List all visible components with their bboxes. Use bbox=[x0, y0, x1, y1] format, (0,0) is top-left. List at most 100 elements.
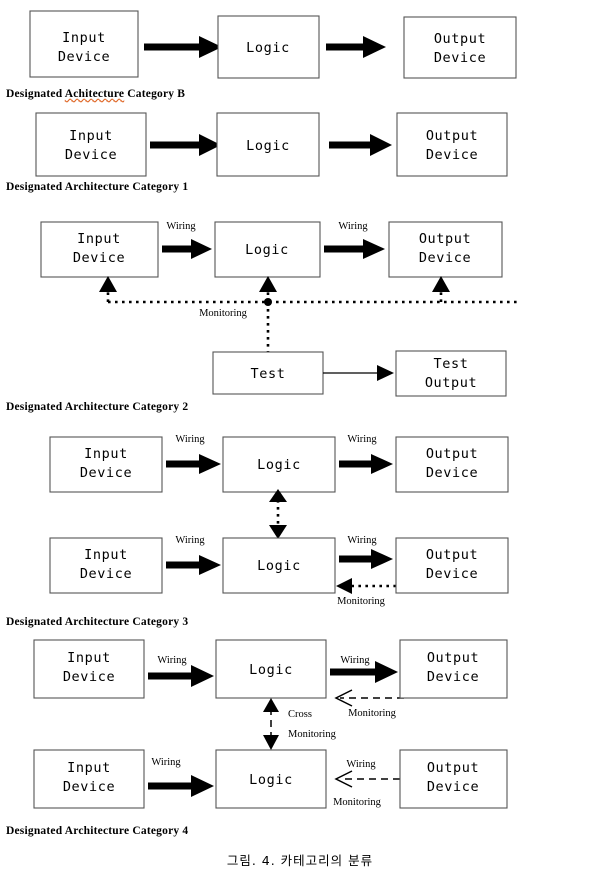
output-device-label-line2: Device bbox=[434, 50, 486, 66]
edge-logic-to-output bbox=[329, 134, 392, 156]
edge-label-wiring-top-1: Wiring bbox=[157, 655, 187, 666]
edge-label-wiring-bottom-1: Wiring bbox=[151, 757, 181, 768]
edge-input-to-logic-bottom bbox=[166, 555, 221, 575]
block-category-3: Input Device Wiring Logic Wiring Output … bbox=[49, 434, 509, 607]
arrowhead bbox=[191, 239, 212, 259]
box-output-device bbox=[395, 537, 509, 594]
input-device-label-line1: Input bbox=[67, 760, 111, 776]
logic-label: Logic bbox=[246, 40, 290, 56]
edge-label-wiring-1: Wiring bbox=[166, 221, 196, 232]
caption-suffix: Category B bbox=[124, 88, 186, 100]
node-output-device: Output Device bbox=[396, 112, 508, 177]
edge-label-wiring-top-2: Wiring bbox=[347, 434, 377, 445]
box-test bbox=[212, 351, 324, 395]
input-device-label-line2: Device bbox=[58, 49, 110, 65]
caption-category-4: Designated Architecture Category 4 bbox=[6, 825, 189, 837]
edge-label-wiring-bottom-1: Wiring bbox=[175, 535, 205, 546]
arrowhead bbox=[191, 665, 214, 687]
arrowhead bbox=[375, 661, 398, 683]
edge-logic-to-output bbox=[326, 36, 386, 58]
input-device-label-line1: Input bbox=[69, 128, 113, 144]
box-test-output bbox=[395, 350, 507, 397]
logic-label: Logic bbox=[245, 242, 289, 258]
arrowhead-down bbox=[269, 525, 287, 539]
input-device-label-line2: Device bbox=[73, 250, 125, 266]
edge-logic-to-output-bottom bbox=[339, 549, 393, 569]
arrowhead bbox=[363, 239, 385, 259]
edge-logic-cross-dotted bbox=[269, 489, 287, 539]
output-device-label-line1: Output bbox=[434, 31, 486, 47]
box-logic bbox=[222, 436, 336, 493]
edge-label-wiring-top-2: Wiring bbox=[340, 655, 370, 666]
edge-input-to-logic-top bbox=[166, 454, 221, 474]
box-output-device bbox=[399, 639, 508, 699]
output-device-label-line2: Device bbox=[426, 147, 478, 163]
caption-category-1: Designated Architecture Category 1 bbox=[6, 181, 189, 193]
node-output-device-top: Output Device bbox=[395, 436, 509, 493]
logic-label: Logic bbox=[249, 662, 293, 678]
edge-label-wiring-top-1: Wiring bbox=[175, 434, 205, 445]
arrowhead bbox=[363, 36, 386, 58]
arrowhead-output bbox=[432, 276, 450, 292]
node-test-output: Test Output bbox=[395, 350, 507, 397]
monitoring-bus: Monitoring bbox=[99, 276, 519, 352]
test-label: Test bbox=[251, 366, 286, 382]
figure-caption: 그림. 4. 카테고리의 분류 bbox=[226, 853, 374, 868]
box-logic bbox=[215, 639, 327, 699]
box-output-device bbox=[388, 221, 503, 278]
edge-test-to-test-output bbox=[323, 365, 394, 381]
output-device-label-line2: Device bbox=[427, 669, 479, 685]
box-logic bbox=[217, 15, 320, 79]
arrowhead-left bbox=[334, 770, 353, 788]
input-device-label-line1: Input bbox=[62, 30, 106, 46]
node-input-device-bottom: Input Device bbox=[49, 537, 163, 594]
logic-label: Logic bbox=[257, 558, 301, 574]
output-device-label-line1: Output bbox=[427, 650, 479, 666]
input-device-label-line2: Device bbox=[80, 465, 132, 481]
node-logic-bottom: Logic bbox=[222, 537, 336, 594]
arrowhead bbox=[371, 454, 393, 474]
test-output-label-line2: Output bbox=[425, 375, 477, 391]
edge-label-cross-monitoring: Monitoring bbox=[288, 729, 337, 740]
edge-logic-to-output-top bbox=[339, 454, 393, 474]
arrowhead-left bbox=[334, 689, 353, 707]
box-output-device bbox=[396, 112, 508, 177]
edge-cross-monitoring: Cross Monitoring bbox=[263, 698, 337, 750]
edge-label-monitoring: Monitoring bbox=[199, 308, 248, 319]
edge-label-cross: Cross bbox=[288, 709, 312, 720]
node-test: Test bbox=[212, 351, 324, 395]
box-logic bbox=[216, 112, 320, 177]
edge-input-to-logic bbox=[162, 239, 212, 259]
edge-input-to-logic bbox=[150, 134, 221, 156]
arrowhead bbox=[377, 365, 394, 381]
edge-label-monitoring-bottom: Monitoring bbox=[333, 797, 382, 808]
output-device-label-line1: Output bbox=[426, 446, 478, 462]
node-input-device-bottom: Input Device bbox=[33, 749, 145, 809]
output-device-label-line2: Device bbox=[426, 465, 478, 481]
junction-dot bbox=[264, 298, 272, 306]
logic-label: Logic bbox=[249, 772, 293, 788]
box-logic bbox=[222, 537, 336, 594]
arrowhead bbox=[371, 549, 393, 569]
block-category-1: Input Device Logic Output Device bbox=[35, 112, 508, 177]
node-logic: Logic bbox=[217, 15, 320, 79]
edge-logic-to-output-top bbox=[330, 661, 398, 683]
caption-category-b: Designated Achitecture Category B bbox=[6, 88, 185, 100]
box-input-device bbox=[33, 639, 145, 699]
input-device-label-line1: Input bbox=[84, 446, 128, 462]
input-device-label-line2: Device bbox=[63, 779, 115, 795]
node-output-device-top: Output Device bbox=[399, 639, 508, 699]
box-output-device bbox=[395, 436, 509, 493]
output-device-label-line1: Output bbox=[426, 547, 478, 563]
edge-monitoring-feedback-top: Monitoring bbox=[334, 689, 404, 719]
node-output-device-bottom: Output Device bbox=[395, 537, 509, 594]
arrowhead-up bbox=[269, 489, 287, 502]
block-category-4: Input Device Wiring Logic Wiring Monit bbox=[33, 639, 508, 809]
node-input-device: Input Device bbox=[40, 221, 159, 278]
input-device-label-line2: Device bbox=[65, 147, 117, 163]
node-input-device-top: Input Device bbox=[33, 639, 145, 699]
node-input-device: Input Device bbox=[35, 112, 147, 177]
edge-label-wiring-bottom-2: Wiring bbox=[346, 759, 376, 770]
box-input-device bbox=[49, 436, 163, 493]
edge-label-wiring-bottom-2: Wiring bbox=[347, 535, 377, 546]
